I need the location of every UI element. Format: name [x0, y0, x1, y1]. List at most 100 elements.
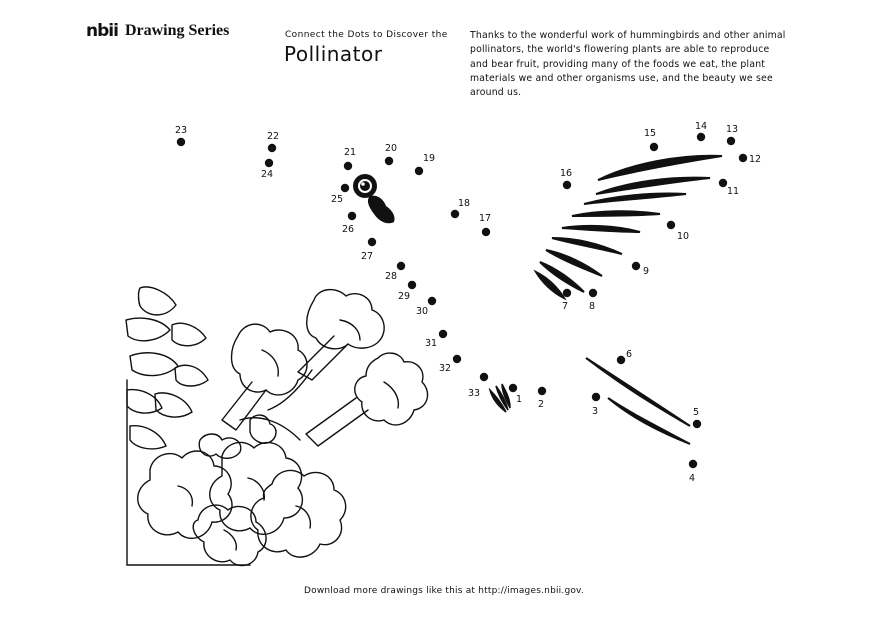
dot-number: 29 — [398, 291, 410, 302]
dot-number: 7 — [562, 301, 568, 312]
dot-marker — [479, 372, 489, 382]
dot-marker — [452, 354, 462, 364]
intro-text: Thanks to the wonderful work of hummingb… — [470, 30, 786, 99]
dot-marker — [414, 166, 424, 176]
dot-marker — [562, 288, 572, 298]
dot-number: 18 — [458, 198, 470, 209]
dot-16: 16 — [560, 168, 572, 190]
dot-marker — [726, 136, 736, 146]
dot-number: 26 — [342, 224, 354, 235]
dot-number: 12 — [749, 154, 761, 165]
dot-marker — [692, 419, 702, 429]
dot-15: 15 — [644, 128, 659, 152]
dot-number: 11 — [727, 186, 739, 197]
dot-number: 22 — [267, 131, 279, 142]
dot-21: 21 — [343, 147, 356, 171]
hummingbird-eye-icon — [353, 174, 377, 198]
dot-number: 5 — [693, 407, 699, 418]
dot-3: 3 — [591, 392, 601, 417]
dot-marker — [438, 329, 448, 339]
dot-1: 1 — [508, 383, 522, 405]
dot-number: 15 — [644, 128, 656, 139]
dot-marker — [384, 156, 394, 166]
hummingbird-beak-icon — [488, 383, 511, 413]
dot-number: 20 — [385, 143, 397, 154]
wing-feather-strokes — [533, 154, 723, 301]
dot-number: 25 — [331, 194, 343, 205]
dot-marker — [264, 158, 274, 168]
dot-number: 21 — [344, 147, 356, 158]
dot-number: 9 — [643, 266, 649, 277]
dot-marker — [696, 132, 706, 142]
dot-marker — [450, 209, 460, 219]
dot-marker — [396, 261, 406, 271]
dot-14: 14 — [695, 121, 707, 142]
dot-marker — [666, 220, 676, 230]
page-subtitle: Connect the Dots to Discover the — [285, 30, 448, 40]
dot-24: 24 — [261, 158, 274, 180]
dot-marker — [649, 142, 659, 152]
dot-marker — [588, 288, 598, 298]
dot-number: 3 — [592, 406, 598, 417]
dot-marker — [407, 280, 417, 290]
dot-marker — [718, 178, 728, 188]
dot-marker — [537, 386, 547, 396]
dot-number: 32 — [439, 363, 451, 374]
dot-31: 31 — [425, 329, 448, 349]
dot-number: 33 — [468, 388, 480, 399]
dot-13: 13 — [726, 124, 738, 146]
dot-10: 10 — [666, 220, 689, 242]
dot-marker — [508, 383, 518, 393]
dot-26: 26 — [342, 211, 357, 235]
page-title: Pollinator — [284, 42, 383, 66]
dot-number: 10 — [677, 231, 689, 242]
dot-22: 22 — [267, 131, 279, 153]
footer-text: Download more drawings like this at http… — [304, 586, 584, 596]
dot-27: 27 — [361, 237, 377, 262]
dot-marker — [267, 143, 277, 153]
dot-11: 11 — [718, 178, 739, 197]
dot-number: 8 — [589, 301, 595, 312]
dot-marker — [616, 355, 626, 365]
dot-number: 1 — [516, 394, 522, 405]
dot-29: 29 — [398, 280, 417, 302]
dot-marker — [176, 137, 186, 147]
dot-marker — [427, 296, 437, 306]
dot-25: 25 — [331, 183, 350, 205]
dot-number: 23 — [175, 125, 187, 136]
dot-marker — [591, 392, 601, 402]
dot-5: 5 — [692, 407, 702, 429]
dot-2: 2 — [537, 386, 547, 410]
dot-number: 30 — [416, 306, 428, 317]
dot-32: 32 — [439, 354, 462, 374]
dot-7: 7 — [562, 288, 572, 312]
dot-number: 4 — [689, 473, 695, 484]
tail-feather-strokes — [585, 357, 691, 445]
dot-marker — [738, 153, 748, 163]
dot-33: 33 — [468, 372, 489, 399]
dot-number: 16 — [560, 168, 572, 179]
dot-number: 19 — [423, 153, 435, 164]
dot-30: 30 — [416, 296, 437, 317]
dot-number: 27 — [361, 251, 373, 262]
hummingbird-throat-mark — [367, 195, 395, 224]
dot-number: 17 — [479, 213, 491, 224]
dot-12: 12 — [738, 153, 761, 165]
dot-marker — [688, 459, 698, 469]
dot-marker — [347, 211, 357, 221]
dot-number: 14 — [695, 121, 707, 132]
dot-number: 6 — [626, 349, 632, 360]
dot-23: 23 — [175, 125, 187, 147]
dot-19: 19 — [414, 153, 435, 176]
dot-9: 9 — [631, 261, 649, 277]
dot-marker — [562, 180, 572, 190]
dot-number: 28 — [385, 271, 397, 282]
series-name: Drawing Series — [124, 22, 230, 39]
dot-number: 2 — [538, 399, 544, 410]
logo: nbii Drawing Series — [86, 22, 229, 40]
dot-8: 8 — [588, 288, 598, 312]
dot-number: 31 — [425, 338, 437, 349]
dot-4: 4 — [688, 459, 698, 484]
